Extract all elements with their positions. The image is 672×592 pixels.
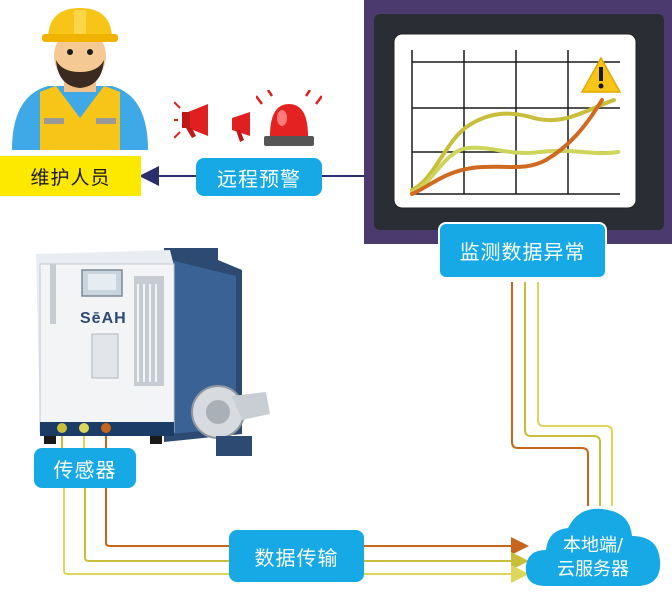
remote-alert-label: 远程预警 — [196, 158, 322, 196]
compressor-machine — [36, 248, 270, 456]
data-line-lightyellow — [63, 485, 529, 583]
monitor-screen — [364, 0, 672, 244]
monitor-line-orange — [511, 282, 589, 506]
sensor-label: 传感器 — [34, 448, 136, 488]
monitor-line-lightyellow — [537, 282, 613, 506]
monitor-abnormal-text: 监测数据异常 — [459, 240, 586, 264]
warning-icon — [580, 56, 622, 93]
trend-line-orange — [410, 98, 604, 196]
monitor-line-yellow — [524, 282, 601, 506]
data-transmission-label: 数据传输 — [229, 530, 364, 582]
server-text-line2: 云服务器 — [557, 559, 629, 580]
maintenance-label: 维护人员 — [0, 156, 141, 196]
server-label: 本地端/ 云服务器 — [526, 530, 660, 586]
machine-brand: SēAH — [80, 310, 127, 327]
alarm-light-icon — [256, 90, 322, 146]
sensor-text: 传感器 — [53, 457, 117, 482]
megaphone-icon-small — [232, 112, 250, 142]
data-transmission-text: 数据传输 — [254, 545, 339, 570]
maintenance-text: 维护人员 — [30, 166, 111, 189]
server-text-line1: 本地端/ — [562, 535, 624, 556]
megaphone-icon — [174, 101, 208, 139]
monitor-abnormal-label: 监测数据异常 — [438, 222, 607, 279]
remote-alert-text: 远程预警 — [217, 166, 301, 191]
cloud-icon — [525, 508, 661, 586]
data-line-orange — [105, 485, 529, 555]
trend-line-lightgreen — [410, 145, 620, 194]
worker-icon — [12, 8, 148, 150]
trend-line-olive — [410, 98, 616, 192]
data-line-yellow — [84, 485, 529, 570]
